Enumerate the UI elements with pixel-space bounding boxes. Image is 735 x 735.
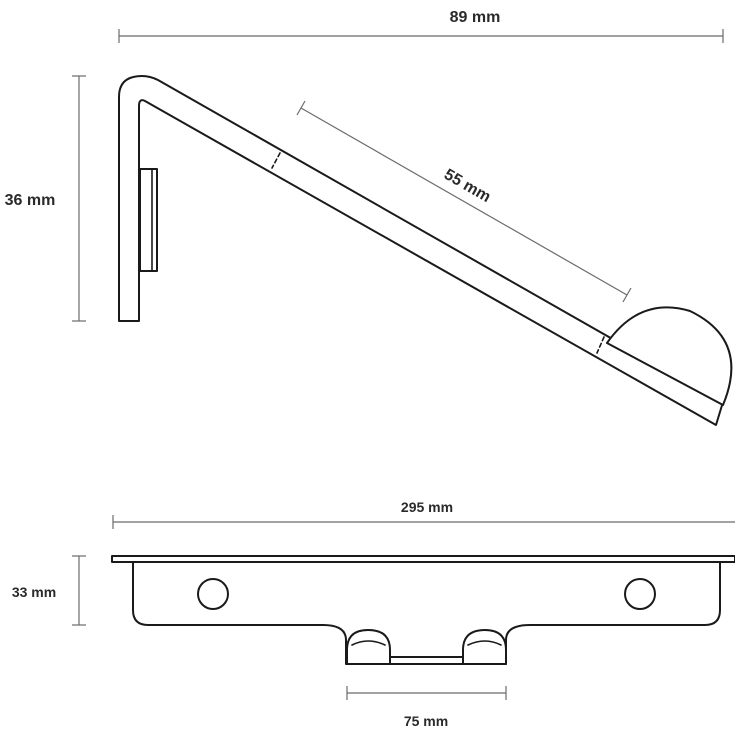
label-base-height-value: 33 mm: [12, 584, 56, 600]
side-spacer-block: [139, 168, 158, 272]
label-side-width: 89 mm: [450, 9, 501, 26]
top-base-plate: [132, 561, 721, 665]
dimension-center-spacing: 75 mm: [346, 686, 507, 729]
dimension-base-height: 33 mm: [12, 555, 86, 626]
top-end-cap-left: [346, 629, 391, 665]
dimension-total-length: 295 mm: [112, 499, 735, 529]
top-wall-strip: [111, 555, 735, 563]
label-center-spacing: 75 mm: [404, 713, 448, 729]
side-end-cap: [606, 306, 733, 406]
mounting-hole-right: [624, 578, 656, 610]
mounting-hole-left: [197, 578, 229, 610]
side-bracket-profile: [118, 75, 724, 426]
label-side-height: 36 mm: [5, 192, 56, 209]
top-end-cap-right: [462, 629, 507, 665]
label-arm-length: 55 mm: [441, 166, 493, 206]
label-total-length: 295 mm: [401, 499, 453, 515]
dimension-side-width: 89 mm: [118, 9, 724, 43]
top-connecting-rod: [389, 656, 464, 665]
dimension-side-height: 36 mm: [5, 75, 86, 322]
